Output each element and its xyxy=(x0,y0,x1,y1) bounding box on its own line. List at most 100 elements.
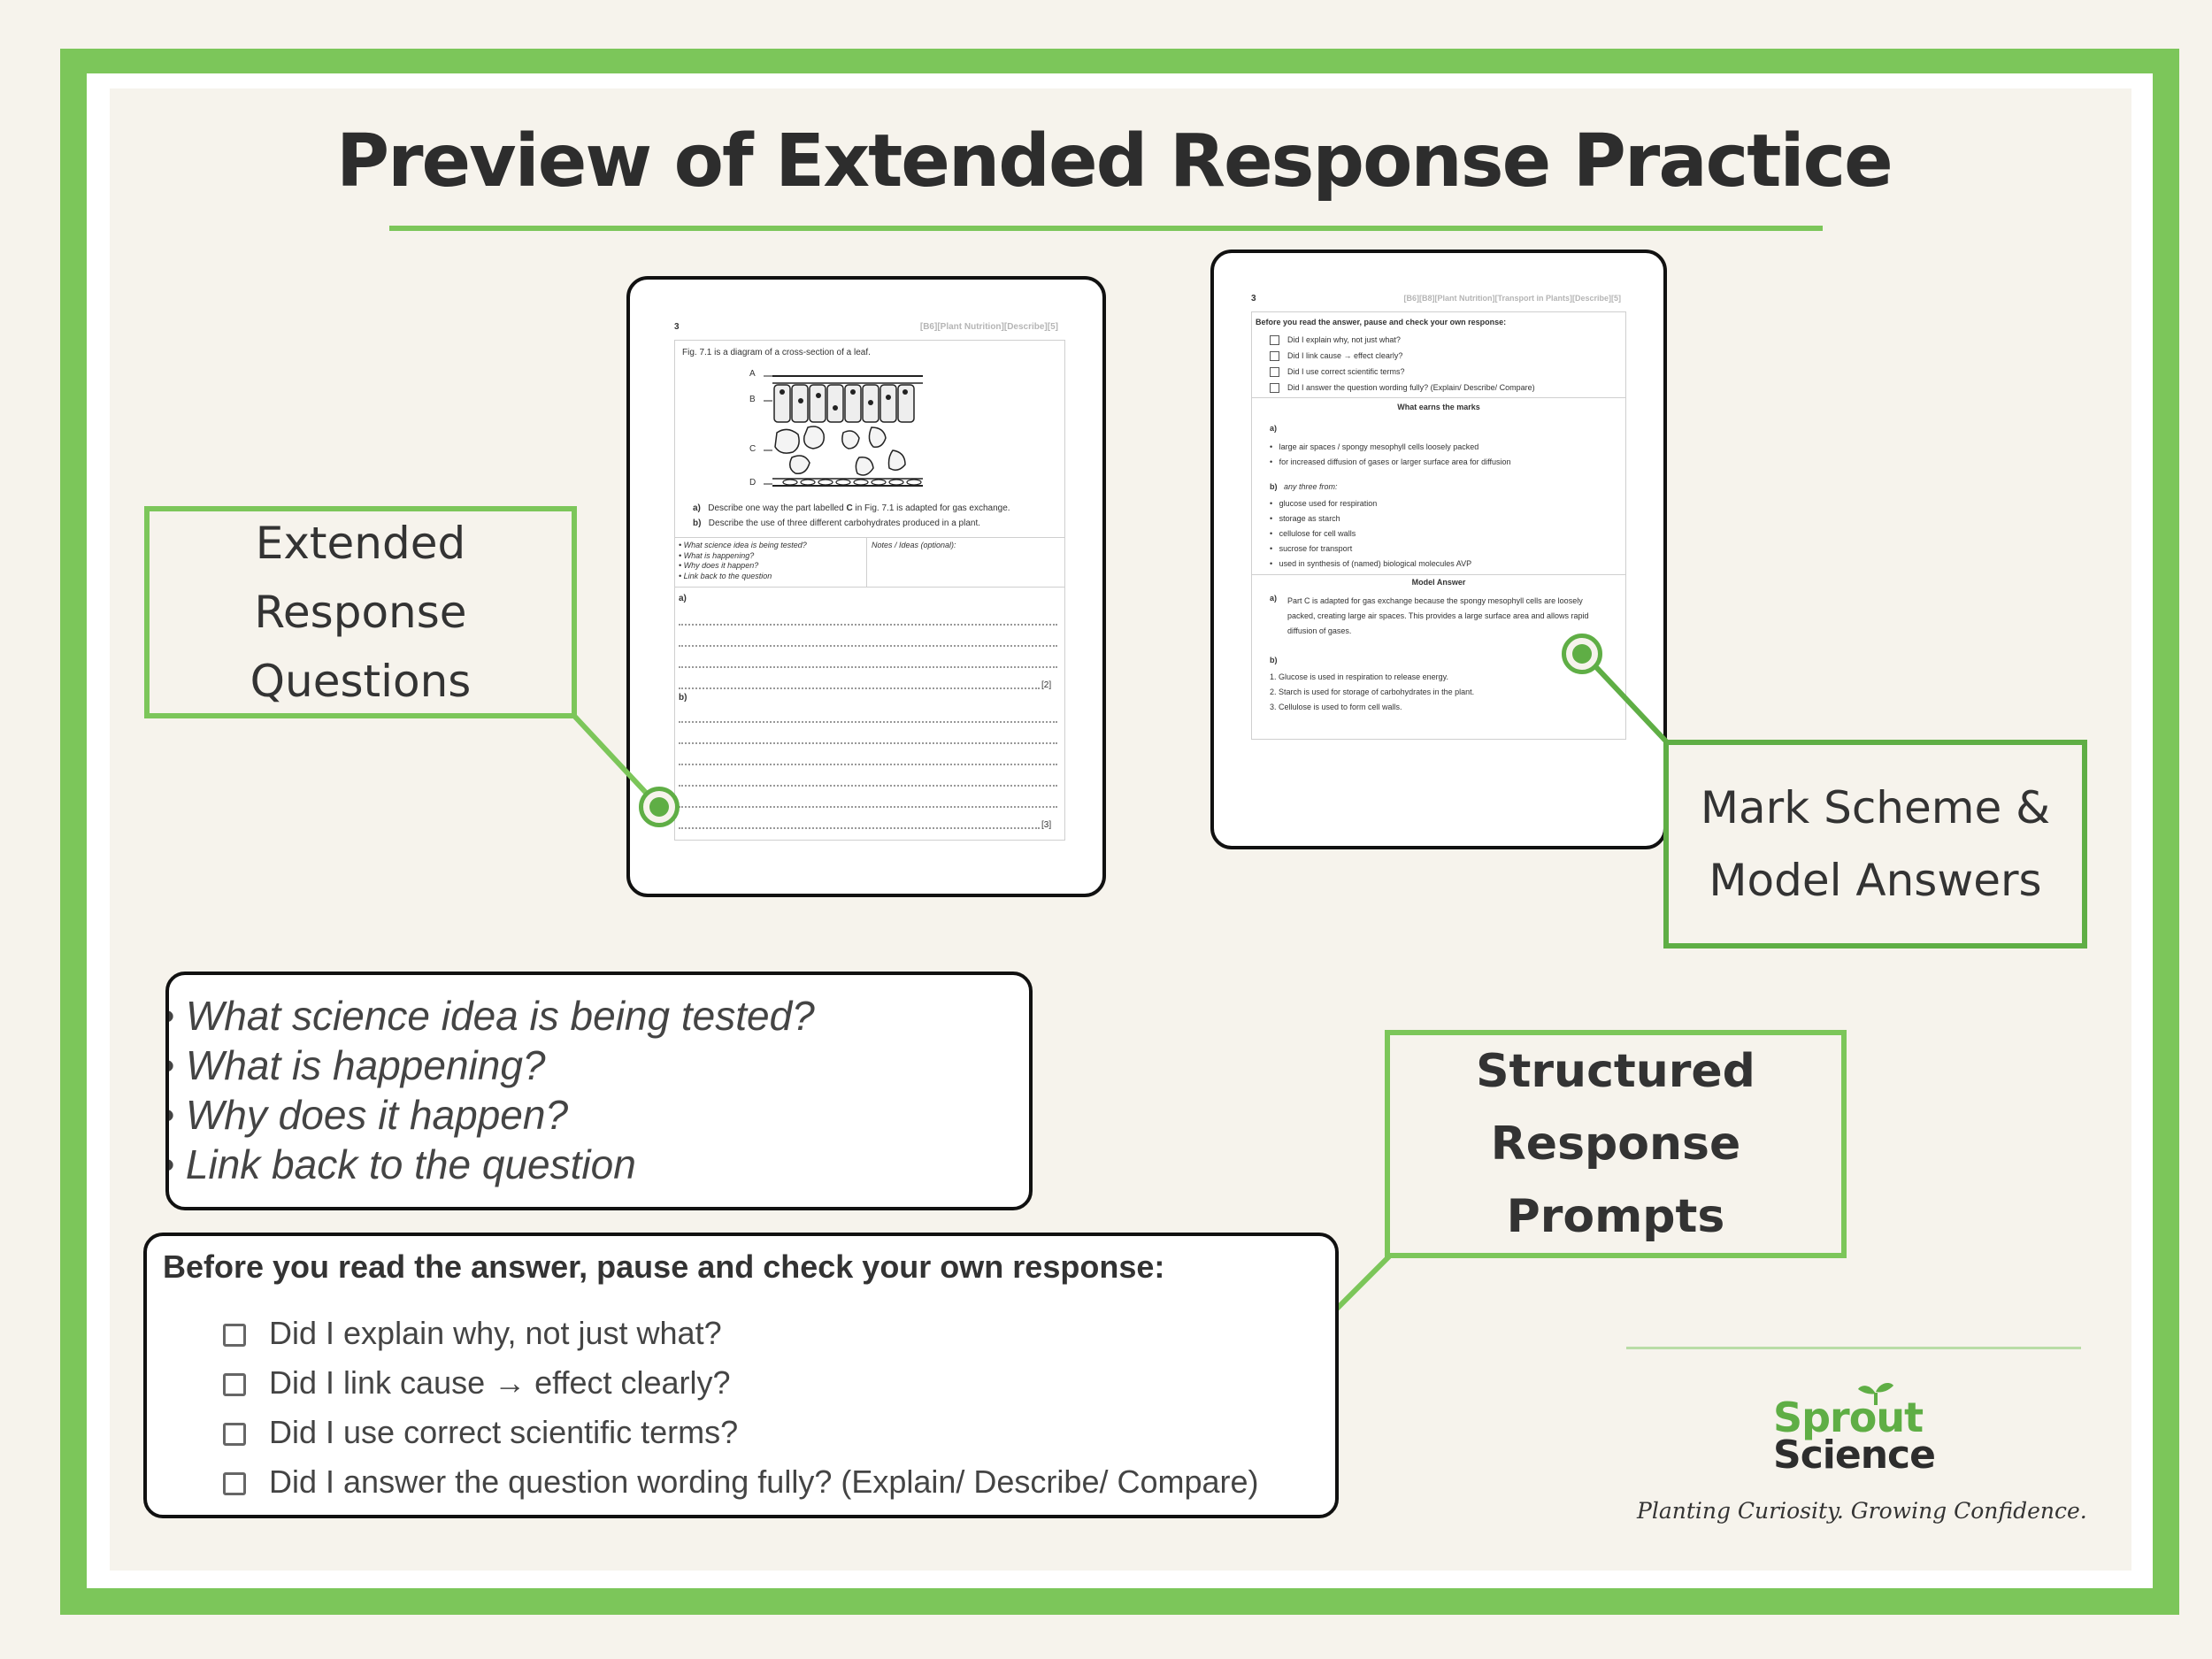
answer-line xyxy=(679,721,1057,723)
part-a-item: • large air spaces / spongy mesophyll ce… xyxy=(1270,442,1479,451)
answer-a-marks: [2] xyxy=(1041,680,1052,690)
part-b-item: • cellulose for cell walls xyxy=(1270,529,1356,538)
prompt-row-divider-bottom xyxy=(675,587,1064,588)
part-b-item: • glucose used for respiration xyxy=(1270,499,1378,508)
mark-checklist-item: Did I answer the question wording fully?… xyxy=(1270,380,1535,396)
checklist-item: Did I link cause → effect clearly? xyxy=(223,1358,1259,1408)
sprout-science-logo: Sprout Science xyxy=(1761,1380,1955,1478)
figure-label-a: A xyxy=(749,369,756,379)
figure-label-d: D xyxy=(749,478,757,488)
callout-response-prompts: Structured Response Prompts xyxy=(1385,1030,1847,1258)
mini-prompt-3: • Why does it happen? xyxy=(679,561,759,571)
callout-extended-questions-label: Extended Response Questions xyxy=(250,518,472,707)
brand-tagline: Planting Curiosity. Growing Confidence. xyxy=(1637,1498,2087,1524)
mini-prompt-4: • Link back to the question xyxy=(679,572,772,581)
mark-scheme-preview: 3 [B6][B8][Plant Nutrition][Transport in… xyxy=(1210,250,1667,849)
logo-sprout: Sprout xyxy=(1773,1394,1924,1441)
leaf-cross-section-figure xyxy=(755,365,932,491)
part-a-item: • for increased diffusion of gases or la… xyxy=(1270,457,1511,466)
checklist-items: Did I explain why, not just what? Did I … xyxy=(223,1309,1259,1507)
mark-checklist: Did I explain why, not just what? Did I … xyxy=(1270,332,1535,396)
title-underline xyxy=(389,226,1823,231)
question-sheet-preview: 3 [B6][Plant Nutrition][Describe][5] Fig… xyxy=(626,276,1106,897)
checkbox-icon[interactable] xyxy=(223,1324,246,1347)
part-b-list: • glucose used for respiration • storage… xyxy=(1270,496,1471,572)
answer-line xyxy=(679,827,1040,829)
model-title: Model Answer xyxy=(1411,578,1466,587)
mark-checklist-item: Did I link cause → effect clearly? xyxy=(1270,348,1535,364)
checkbox-icon xyxy=(1270,351,1279,362)
mini-prompt-2: • What is happening? xyxy=(679,550,755,560)
callout-extended-questions: Extended Response Questions xyxy=(144,506,577,718)
prompt-line: • Why does it happen? xyxy=(165,1092,569,1138)
prompt-line: • Link back to the question xyxy=(165,1141,636,1187)
answer-line xyxy=(679,806,1057,808)
mini-prompt-list: • What science idea is being tested? • W… xyxy=(679,541,807,582)
part-b-item: • storage as starch xyxy=(1270,514,1340,523)
prompt-line: • What science idea is being tested? xyxy=(165,993,815,1039)
answer-b-label: b) xyxy=(679,693,687,703)
part-b-heading: b) any three from: xyxy=(1270,482,1338,492)
checklist-item: Did I answer the question wording fully?… xyxy=(223,1457,1259,1507)
checklist-item: Did I use correct scientific terms? xyxy=(223,1408,1259,1457)
model-b-item: 1. Glucose is used in respiration to rel… xyxy=(1270,672,1448,681)
question-b: b) Describe the use of three different c… xyxy=(693,518,1056,530)
checkbox-icon xyxy=(1270,367,1279,378)
part-a-label: a) xyxy=(1270,424,1278,433)
sprout-leaf-icon xyxy=(1858,1382,1893,1405)
part-a-list: • large air spaces / spongy mesophyll ce… xyxy=(1270,440,1510,470)
question-a-text-start: Describe one way the part labelled xyxy=(708,503,847,513)
figure-label-c: C xyxy=(749,444,757,454)
question-number: 3 xyxy=(674,322,680,332)
part-b-item: • used in synthesis of (named) biologica… xyxy=(1270,559,1472,568)
mark-frame: Before you read the answer, pause and ch… xyxy=(1251,311,1626,740)
brand-divider xyxy=(1626,1347,2081,1349)
mark-question-number: 3 xyxy=(1251,294,1256,303)
model-b-list: 1. Glucose is used in respiration to rel… xyxy=(1270,670,1474,715)
marks-title: What earns the marks xyxy=(1397,403,1480,411)
mark-checklist-item: Did I explain why, not just what? xyxy=(1270,332,1535,348)
notes-label: Notes / Ideas (optional): xyxy=(872,541,956,549)
answer-line xyxy=(679,666,1057,668)
mark-checklist-item: Did I use correct scientific terms? xyxy=(1270,364,1535,380)
checkbox-icon[interactable] xyxy=(223,1472,246,1495)
checklist-item: Did I explain why, not just what? xyxy=(223,1309,1259,1358)
part-b-label: b) xyxy=(1270,482,1278,491)
page-title: Preview of Extended Response Practice xyxy=(336,119,1893,204)
figure-caption: Fig. 7.1 is a diagram of a cross-section… xyxy=(682,348,871,357)
model-b-item: 2. Starch is used for storage of carbohy… xyxy=(1270,687,1475,696)
answer-a-label: a) xyxy=(679,594,687,603)
question-tags: [B6][Plant Nutrition][Describe][5] xyxy=(919,322,1058,332)
answer-line xyxy=(679,764,1057,765)
answer-b-marks: [3] xyxy=(1041,820,1052,830)
checkbox-icon[interactable] xyxy=(223,1423,246,1446)
connector-dot-icon xyxy=(639,787,680,827)
answer-line xyxy=(679,785,1057,787)
checkbox-icon xyxy=(1270,335,1279,346)
checkbox-icon[interactable] xyxy=(223,1373,246,1396)
mini-prompt-1: • What science idea is being tested? xyxy=(679,541,807,549)
model-b-label: b) xyxy=(1270,656,1278,664)
model-b-item: 3. Cellulose is used to form cell walls. xyxy=(1270,703,1402,711)
checkbox-icon xyxy=(1270,383,1279,394)
model-a-text: Part C is adapted for gas exchange becau… xyxy=(1287,596,1589,635)
callout-mark-scheme-label: Mark Scheme & Model Answers xyxy=(1700,782,2051,906)
question-a-label: a) xyxy=(693,503,701,513)
answer-line xyxy=(679,624,1057,626)
prompt-box: • What science idea is being tested? • W… xyxy=(165,972,1033,1210)
question-b-text: Describe the use of three different carb… xyxy=(708,518,981,528)
checklist-box: Before you read the answer, pause and ch… xyxy=(143,1233,1339,1518)
question-a-bold: C xyxy=(846,503,853,513)
part-b-item: • sucrose for transport xyxy=(1270,544,1353,553)
mark-tags: [B6][B8][Plant Nutrition][Transport in P… xyxy=(1403,294,1621,303)
callout-response-prompts-label: Structured Response Prompts xyxy=(1476,1045,1755,1243)
prompt-box-lines: • What science idea is being tested? • W… xyxy=(165,991,815,1189)
question-b-label: b) xyxy=(693,518,702,528)
figure-label-b: B xyxy=(749,395,756,404)
question-a-text-end: in Fig. 7.1 is adapted for gas exchange. xyxy=(852,503,1010,513)
model-a-label: a) xyxy=(1270,594,1278,603)
mark-checklist-title: Before you read the answer, pause and ch… xyxy=(1256,318,1507,326)
checklist-title: Before you read the answer, pause and ch… xyxy=(163,1248,1165,1285)
question-frame: Fig. 7.1 is a diagram of a cross-section… xyxy=(674,340,1065,841)
mark-divider xyxy=(1252,574,1625,575)
